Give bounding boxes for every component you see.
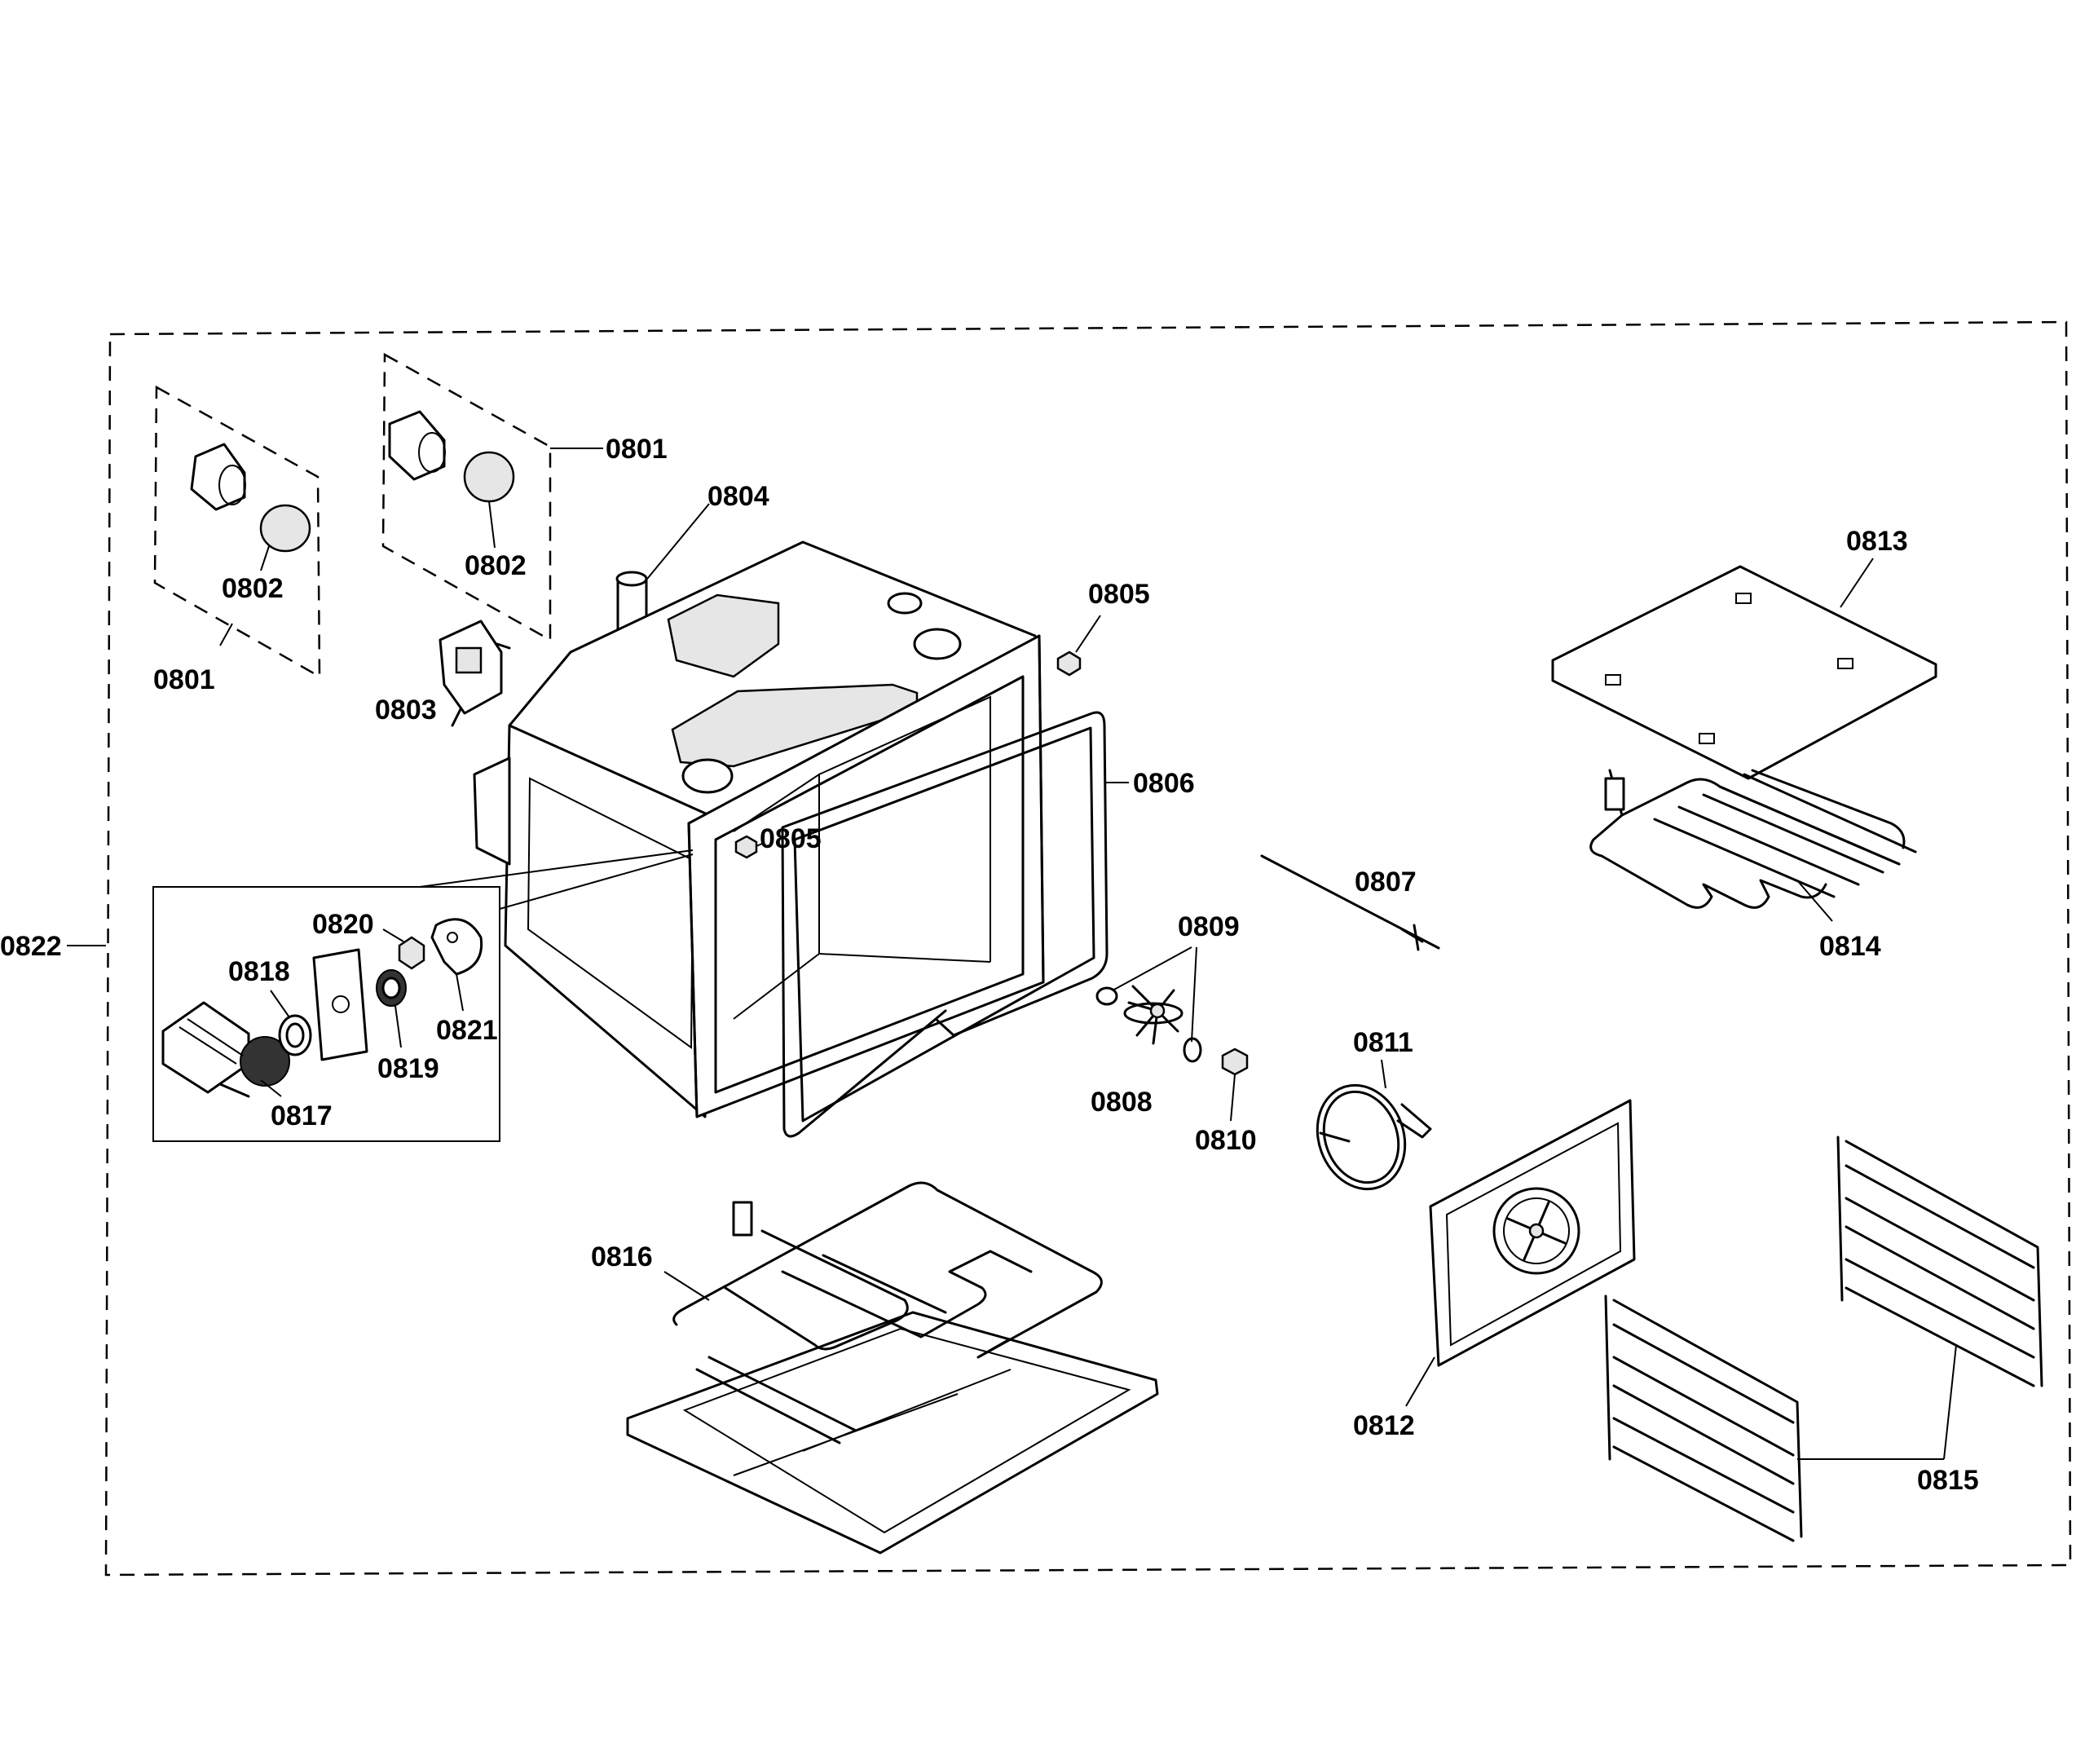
- fan-washers[interactable]: [1095, 946, 1202, 1063]
- screw-top[interactable]: [1056, 615, 1101, 677]
- bake-element-bottom[interactable]: [626, 1181, 1159, 1555]
- label-0805-mid[interactable]: 0805: [760, 823, 822, 854]
- door-gasket[interactable]: [781, 711, 1129, 1138]
- label-0811[interactable]: 0811: [1353, 1027, 1413, 1058]
- lamp-assembly-right[interactable]: [381, 352, 603, 642]
- label-0818[interactable]: 0818: [228, 956, 290, 987]
- label-0804[interactable]: 0804: [707, 481, 769, 512]
- rack-support-left[interactable]: [1604, 1294, 1944, 1542]
- temperature-sensor[interactable]: [1260, 854, 1440, 951]
- label-0821[interactable]: 0821: [436, 1015, 498, 1046]
- label-0805-top[interactable]: 0805: [1088, 579, 1150, 610]
- label-0817[interactable]: 0817: [271, 1100, 333, 1131]
- label-0819[interactable]: 0819: [377, 1053, 439, 1084]
- label-0816[interactable]: 0816: [591, 1241, 653, 1272]
- label-0820[interactable]: 0820: [312, 909, 374, 940]
- switch-plate[interactable]: [312, 948, 368, 1061]
- label-0807[interactable]: 0807: [1355, 867, 1417, 897]
- assembly-boundary: [104, 320, 2072, 1577]
- label-0810[interactable]: 0810: [1195, 1125, 1257, 1156]
- label-0802-right[interactable]: 0802: [465, 550, 527, 581]
- door-switch[interactable]: [161, 1001, 290, 1098]
- switch-bushing[interactable]: [376, 969, 407, 1048]
- convection-element[interactable]: [1303, 1059, 1432, 1202]
- broil-element[interactable]: [1589, 769, 1917, 922]
- label-0815[interactable]: 0815: [1917, 1465, 1979, 1496]
- detail-inset[interactable]: [152, 849, 694, 1142]
- label-0806[interactable]: 0806: [1133, 768, 1195, 799]
- label-0808[interactable]: 0808: [1091, 1087, 1153, 1118]
- lamp-socket-right: [388, 410, 446, 481]
- screw-mid[interactable]: [734, 835, 763, 859]
- lamp-assembly-left[interactable]: [153, 385, 321, 679]
- label-0809[interactable]: 0809: [1178, 911, 1240, 942]
- label-0813[interactable]: 0813: [1846, 526, 1908, 557]
- convection-fan-cover[interactable]: [1405, 1099, 1636, 1407]
- label-0812[interactable]: 0812: [1353, 1410, 1415, 1441]
- fan-nut[interactable]: [1221, 1047, 1249, 1122]
- oven-cavity[interactable]: [473, 540, 1045, 1118]
- door-lock-motor[interactable]: [439, 620, 511, 727]
- label-0801-left[interactable]: 0801: [153, 664, 215, 695]
- convection-fan-blade[interactable]: [1123, 985, 1183, 1045]
- label-0801-right[interactable]: 0801: [606, 434, 668, 465]
- label-0802-left[interactable]: 0802: [222, 573, 284, 604]
- rack-support-right[interactable]: [1836, 1136, 2043, 1460]
- label-0822[interactable]: 0822: [0, 931, 62, 962]
- switch-nut[interactable]: [382, 928, 425, 970]
- lamp-lens-right: [463, 451, 515, 503]
- lamp-lens-left: [259, 504, 311, 553]
- top-cover-plate[interactable]: [1551, 558, 1937, 780]
- switch-ring[interactable]: [270, 990, 312, 1056]
- switch-bracket[interactable]: [430, 918, 483, 1012]
- lamp-socket-left: [190, 443, 246, 511]
- label-0803[interactable]: 0803: [375, 695, 437, 725]
- label-0814[interactable]: 0814: [1819, 931, 1881, 962]
